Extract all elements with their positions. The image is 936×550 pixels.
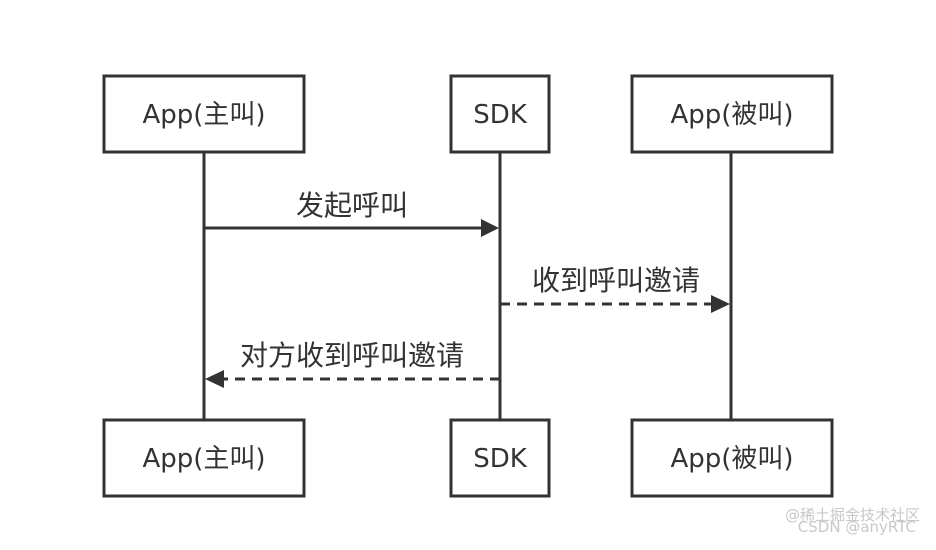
participant-caller-bottom-label: App(主叫) [142,444,265,474]
message-initiate-call-arrowhead [481,219,499,237]
message-receive-invite-label: 收到呼叫邀请 [532,264,700,297]
watermark-line1: @稀土掘金技术社区 [784,506,920,524]
message-peer-received-invite-arrowhead [205,370,224,388]
participant-callee-bottom-label: App(被叫) [670,444,793,474]
watermark: @稀土掘金技术社区 CSDN @anyRTC [740,502,920,542]
message-receive-invite: 收到呼叫邀请 [500,264,730,313]
message-receive-invite-arrowhead [711,295,730,313]
participant-callee-top: App(被叫) [630,74,834,154]
message-initiate-call: 发起呼叫 [204,189,499,237]
participant-callee-top-label: App(被叫) [670,100,793,130]
participant-callee-bottom: App(被叫) [630,418,834,498]
message-peer-received-invite-label: 对方收到呼叫邀请 [240,339,464,372]
watermark-line2: CSDN @anyRTC [797,518,916,536]
participant-caller-top-label: App(主叫) [142,100,265,130]
participant-sdk-top-label: SDK [473,100,528,130]
participant-sdk-bottom-label: SDK [473,444,528,474]
message-initiate-call-label: 发起呼叫 [296,189,408,222]
participant-sdk-bottom: SDK [449,418,551,498]
message-peer-received-invite: 对方收到呼叫邀请 [205,339,500,388]
participant-caller-bottom: App(主叫) [102,418,306,498]
participant-caller-top: App(主叫) [102,74,306,154]
participant-sdk-top: SDK [449,74,551,154]
